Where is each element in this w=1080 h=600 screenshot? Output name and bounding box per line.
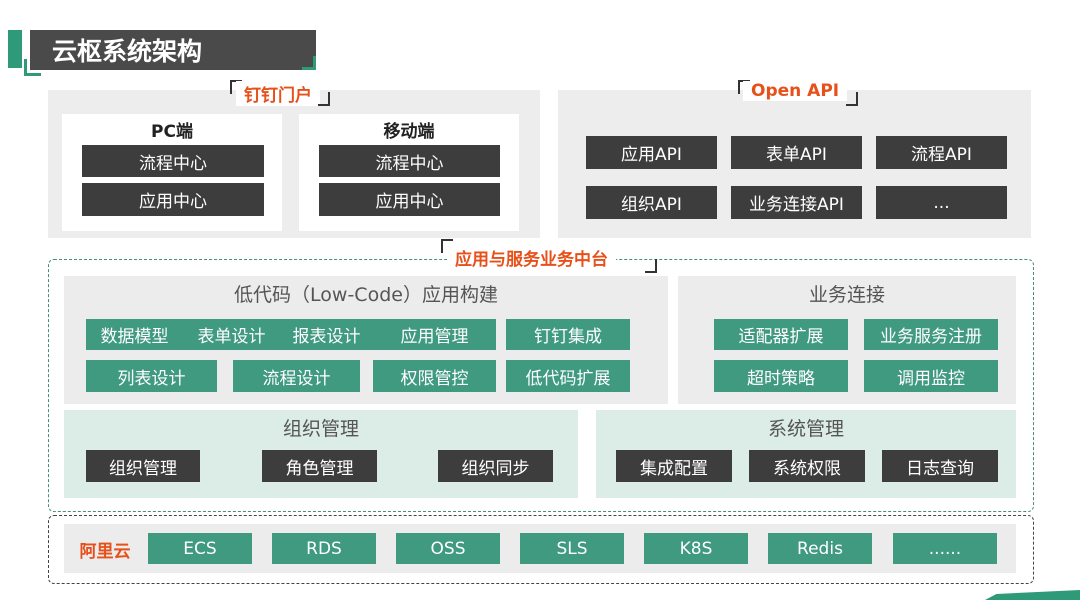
role-manage-button[interactable]: 角色管理 [262, 450, 377, 482]
api-org[interactable]: 组织API [586, 186, 717, 219]
biz-timeout-policy[interactable]: 超时策略 [714, 360, 848, 392]
aliyun-sls[interactable]: SLS [520, 533, 624, 564]
aliyun-k8s[interactable]: K8S [644, 533, 748, 564]
mobile-process-center[interactable]: 流程中心 [319, 145, 500, 177]
api-app[interactable]: 应用API [586, 136, 717, 169]
sys-permission-button[interactable]: 系统权限 [749, 450, 865, 482]
page-title: 云枢系统架构 [24, 30, 316, 76]
bracket-right-decoration [645, 259, 657, 273]
org-sync-button[interactable]: 组织同步 [438, 450, 553, 482]
lowcode-permission-control[interactable]: 权限管控 [373, 360, 496, 392]
api-form[interactable]: 表单API [731, 136, 862, 169]
lowcode-app-manage[interactable]: 应用管理 [373, 319, 496, 350]
aliyun-more[interactable]: ...... [893, 533, 997, 564]
bracket-left-decoration [441, 239, 453, 253]
pc-process-center[interactable]: 流程中心 [82, 145, 264, 177]
mobile-card-title: 移动端 [383, 121, 435, 142]
org-manage-title: 组织管理 [282, 417, 359, 440]
biz-call-monitor[interactable]: 调用监控 [864, 360, 998, 392]
integration-config-button[interactable]: 集成配置 [616, 450, 732, 482]
corner-accent-decoration [985, 590, 1080, 600]
biz-connect-title: 业务连接 [808, 283, 885, 306]
openapi-label: Open API [743, 81, 848, 101]
aliyun-redis[interactable]: Redis [768, 533, 872, 564]
dingtalk-portal-label: 钉钉门户 [236, 81, 320, 106]
lowcode-extension[interactable]: 低代码扩展 [506, 360, 630, 392]
lowcode-report-design[interactable]: 报表设计 [280, 319, 373, 350]
aliyun-ecs[interactable]: ECS [148, 533, 252, 564]
biz-adapter-extension[interactable]: 适配器扩展 [714, 319, 848, 350]
aliyun-label: 阿里云 [79, 541, 131, 562]
api-process[interactable]: 流程API [876, 136, 1007, 169]
lowcode-process-design[interactable]: 流程设计 [233, 360, 360, 392]
mobile-app-center[interactable]: 应用中心 [319, 183, 500, 216]
lowcode-data-model[interactable]: 数据模型 [86, 319, 183, 350]
pc-card-title: PC端 [151, 121, 193, 142]
lowcode-list-design[interactable]: 列表设计 [86, 360, 217, 392]
lowcode-form-design[interactable]: 表单设计 [183, 319, 280, 350]
bracket-right-decoration [846, 92, 858, 106]
lowcode-dingtalk-integration[interactable]: 钉钉集成 [506, 319, 630, 350]
api-biz-connect[interactable]: 业务连接API [731, 186, 862, 219]
org-manage-button[interactable]: 组织管理 [86, 450, 200, 482]
sys-manage-title: 系统管理 [767, 417, 844, 440]
aliyun-oss[interactable]: OSS [396, 533, 500, 564]
aliyun-frame [48, 515, 1034, 584]
api-more[interactable]: ... [876, 186, 1007, 219]
page-title-text: 云枢系统架构 [52, 37, 203, 66]
title-accent-bar [8, 30, 22, 68]
middle-platform-label: 应用与服务业务中台 [447, 245, 616, 270]
aliyun-rds[interactable]: RDS [272, 533, 376, 564]
lowcode-title: 低代码（Low-Code）应用构建 [234, 283, 498, 306]
biz-service-register[interactable]: 业务服务注册 [864, 319, 998, 350]
pc-app-center[interactable]: 应用中心 [82, 183, 264, 216]
bracket-right-decoration [318, 92, 330, 106]
log-query-button[interactable]: 日志查询 [882, 450, 998, 482]
title-corner-decoration [302, 56, 316, 70]
